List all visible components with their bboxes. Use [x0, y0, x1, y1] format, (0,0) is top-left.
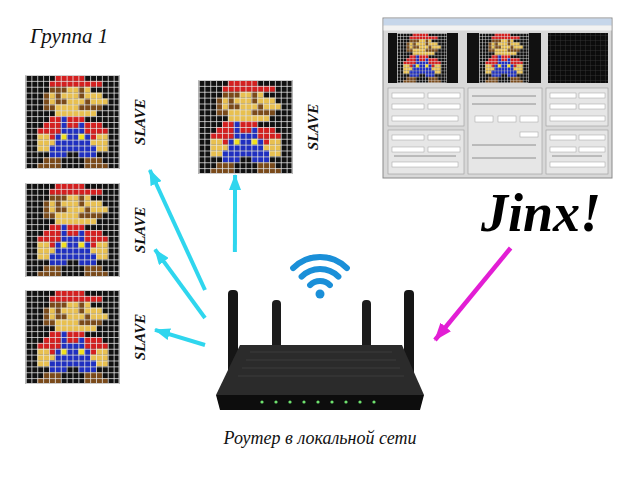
software-node: Jinx! — [383, 18, 615, 248]
role-label: SLAVE — [132, 207, 149, 253]
arrow-connector — [435, 248, 511, 340]
wifi-icon — [293, 257, 347, 299]
arrow-connector — [155, 330, 205, 345]
arrow-connector — [155, 250, 205, 319]
led-panel — [199, 80, 293, 174]
diagram-title: Группа 1 — [30, 24, 108, 49]
arrow-connector — [233, 175, 237, 252]
role-label: SLAVE — [305, 104, 322, 150]
led-panel — [26, 290, 120, 384]
led-panel-node: SLAVE — [25, 75, 155, 170]
software-screenshot — [383, 18, 612, 178]
software-name: Jinx! — [481, 186, 601, 240]
led-panel — [26, 183, 120, 277]
router-caption: Роутер в локальной сети — [224, 428, 417, 450]
led-panel-node: SLAVE — [198, 80, 328, 175]
led-panel — [26, 75, 120, 169]
role-label: SLAVE — [132, 99, 149, 145]
role-label: SLAVE — [132, 314, 149, 360]
arrow-connector — [150, 170, 205, 290]
led-panel-node: SLAVE — [25, 290, 155, 385]
led-panel-node: SLAVE — [25, 183, 155, 278]
router-illustration — [216, 290, 424, 410]
router-node: Роутер в локальной сети — [205, 252, 435, 452]
